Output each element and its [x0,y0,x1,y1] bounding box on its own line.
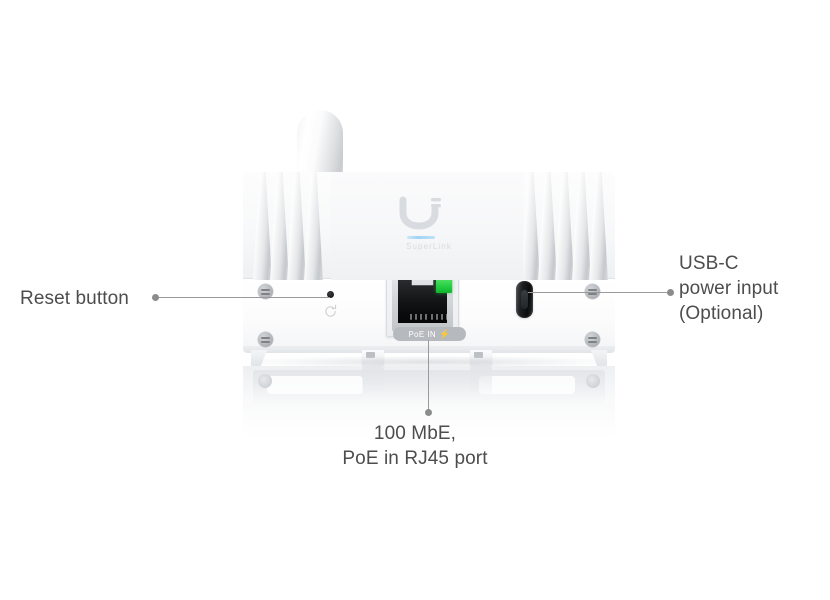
heatsink-fin [538,172,557,280]
poe-in-badge: PoE IN ⚡ [393,327,466,341]
heatsink-fin [304,172,323,280]
rj45-shield [392,274,453,331]
usb-c-port[interactable] [516,281,533,318]
callout-poe-rj45-port: 100 MbE, PoE in RJ45 port [0,421,830,471]
reset-leader-dot [152,294,159,301]
callout-usb-c-line-3: (Optional) [679,303,764,324]
device-illustration: SuperLink PoE IN ⚡ [243,110,615,374]
heatsink-fin [589,172,608,280]
heatsink-fin [572,172,591,280]
heatsink-fin [253,172,272,280]
front-panel-edge [243,346,615,353]
reflection-tab [362,366,384,396]
lightning-bolt-icon: ⚡ [439,328,451,339]
status-led [407,236,435,239]
poe-leader-line [428,340,429,413]
callout-usb-c-line-2: power input [679,278,779,299]
device-reflection [243,366,615,438]
reflection-screw [258,374,272,388]
callout-poe-line-1: 100 MbE, [373,423,457,444]
brand-text: SuperLink [406,242,452,251]
brand-logo-icon [399,196,441,230]
rj45-link-led [436,278,452,293]
usb-c-leader-dot [667,289,674,296]
heatsink-fin [270,172,289,280]
reflection-slot [479,376,575,394]
screw-icon [258,332,273,347]
reset-arrow-icon [325,304,337,317]
ground-shadow [250,356,608,368]
screw-icon [585,332,600,347]
poe-in-badge-label: PoE IN [408,329,437,339]
reset-leader-line [155,297,330,298]
bracket-tab-notch [366,352,375,358]
heatsink-fins-left [253,172,333,280]
heatsink-fin [287,172,306,280]
poe-leader-dot [425,409,432,416]
reflection-screw [586,374,600,388]
heatsink-fins-right [521,172,609,280]
reset-pinhole[interactable] [327,291,334,298]
bracket-tab-notch [474,352,483,358]
callout-reset-button: Reset button [20,288,129,309]
screw-icon [585,284,600,299]
heatsink-fin [555,172,574,280]
reflection-tab [470,366,492,396]
callout-poe-line-2: PoE in RJ45 port [342,448,488,469]
usb-c-leader-line [528,292,672,293]
callout-usb-c-line-1: USB-C [679,253,739,274]
reflection-slot [267,376,363,394]
heatsink-fin [521,172,540,280]
callout-usb-c-power-input: USB-C power input (Optional) [679,251,778,326]
rj45-pins [410,314,447,320]
screw-icon [258,284,273,299]
